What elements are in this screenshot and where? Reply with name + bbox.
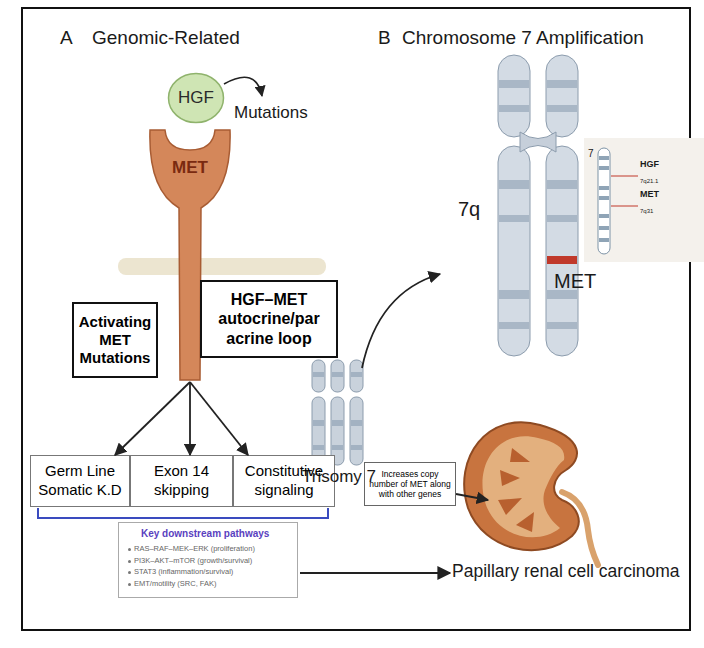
panel-letter: B — [378, 28, 391, 49]
box-text: HGF–MET autocrine/par acrine loop — [202, 290, 336, 348]
arrow — [456, 494, 488, 500]
chromosome-number: 7 — [588, 148, 594, 159]
note-box: Increases copy number of MET along with … — [364, 462, 456, 506]
annotation: Mutations — [234, 104, 308, 123]
outer-frame — [22, 8, 690, 630]
note-text: Increases copy number of MET along with … — [368, 469, 452, 500]
pathway-item: PI3K–AKT–mTOR (growth/survival) — [127, 555, 252, 567]
ligand-label: HGF — [178, 88, 214, 108]
cell-text: Germ Line Somatic K.D — [35, 462, 125, 500]
box-heading: Key downstream pathways — [141, 528, 269, 539]
gene-label: HGF — [640, 160, 659, 170]
pathway-item: STAT3 (inflammation/survival) — [127, 566, 233, 578]
pathway-item: RAS–RAF–MEK–ERK (proliferation) — [127, 543, 255, 555]
gene-label: MET — [640, 190, 659, 200]
kidney — [464, 422, 598, 565]
process-box: HGF–MET autocrine/par acrine loop — [200, 280, 338, 358]
cell-text: Exon 14 skipping — [135, 462, 228, 500]
locus-label: 7q21.1 — [640, 178, 658, 185]
pathway-item: EMT/motility (SRC, FAK) — [127, 578, 217, 590]
table-cell: Exon 14 skipping — [130, 455, 233, 507]
arrow — [300, 572, 450, 574]
gene-label: MET — [554, 270, 596, 292]
pathway-box: Key downstream pathwaysRAS–RAF–MEK–ERK (… — [118, 522, 298, 598]
panel-title: Genomic-Related — [92, 28, 240, 49]
process-box: Activating MET Mutations — [72, 302, 158, 378]
bullet-dot — [128, 560, 131, 563]
cell-membrane — [118, 258, 326, 275]
chromosome-7 — [498, 55, 578, 356]
receptor-label: MET — [172, 158, 208, 178]
panel-title: Chromosome 7 Amplification — [402, 28, 644, 49]
connector-arrow — [190, 382, 248, 455]
bullet-dot — [128, 583, 131, 586]
bracket — [38, 508, 328, 518]
panel-letter: A — [60, 28, 73, 49]
connector-arrow — [115, 382, 190, 455]
trisomy-chromosomes — [312, 360, 363, 465]
bullet-dot — [128, 571, 131, 574]
table-cell: Germ Line Somatic K.D — [30, 455, 130, 507]
box-text: Activating MET Mutations — [74, 313, 156, 367]
ideogram-inset — [584, 138, 704, 262]
cell-text: Constitutive signaling — [238, 462, 330, 500]
ligand-circle: HGF — [167, 72, 225, 124]
chromosome-arm-label: 7q — [458, 198, 480, 220]
outcome-label: Papillary renal cell carcinoma — [452, 562, 680, 581]
arrow — [362, 274, 440, 368]
table-cell: Constitutive signaling — [233, 455, 335, 507]
connector-arrow — [189, 382, 191, 455]
locus-label: 7q31 — [640, 208, 653, 215]
curved-arrow — [224, 77, 262, 96]
bullet-dot — [128, 548, 131, 551]
